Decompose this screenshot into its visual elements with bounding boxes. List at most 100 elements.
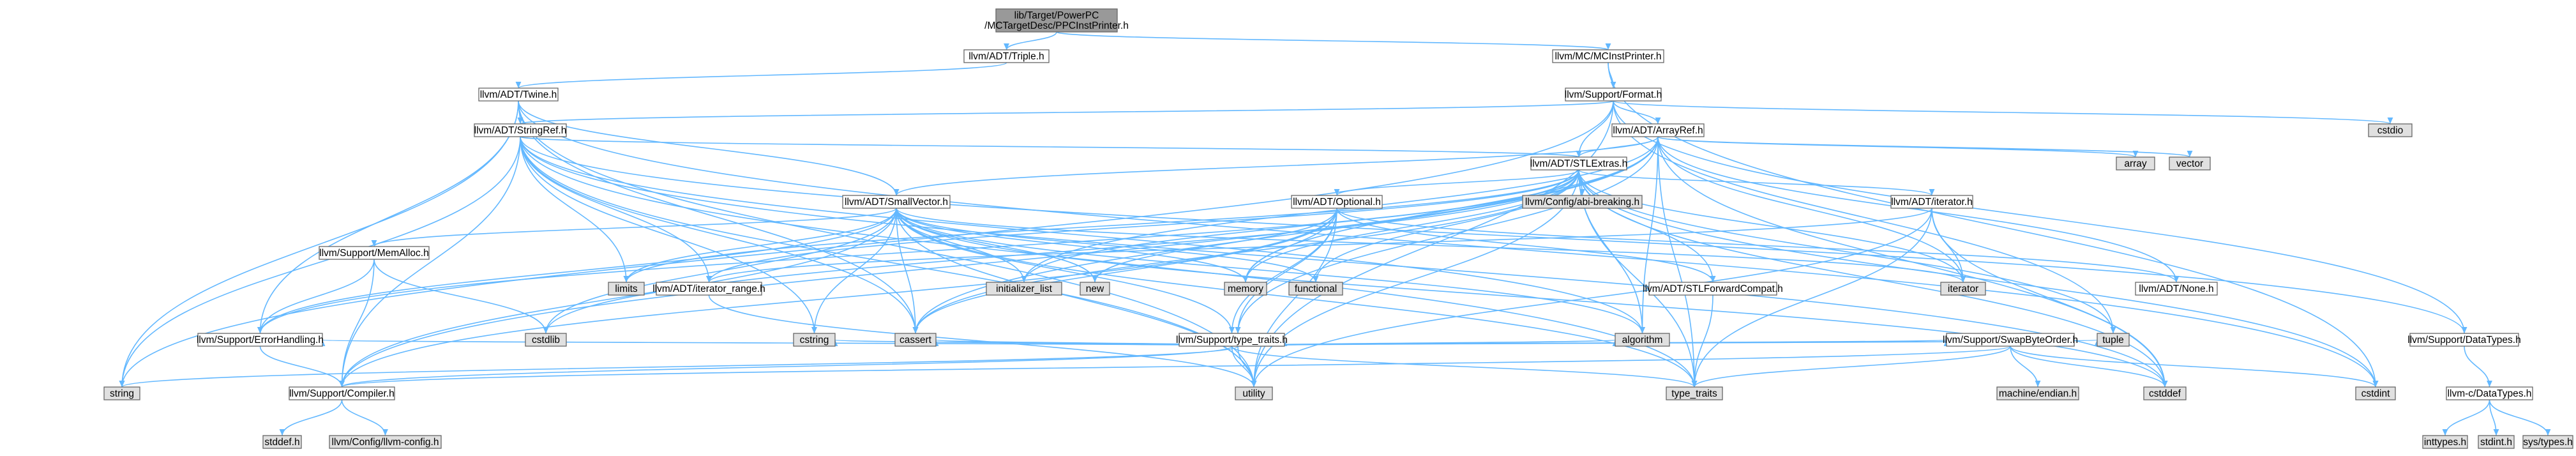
edge-arrayref-to-none	[1657, 136, 2180, 283]
node-stlextras[interactable]: llvm/ADT/STLExtras.h	[1530, 156, 1627, 171]
edge-arrayref-to-compiler	[339, 136, 1659, 388]
node-cstdlib: cstdlib	[525, 333, 567, 347]
node-box-tuple	[2097, 333, 2130, 347]
edge-optional-to-memory	[1242, 208, 1337, 283]
node-iterrange[interactable]: llvm/ADT/iterator_range.h	[652, 282, 765, 296]
edge-stringref-to-type_traits	[520, 136, 1698, 388]
edge-smallvector-to-typetraits	[896, 208, 1235, 334]
node-box-machendian	[1996, 386, 2079, 400]
edge-smallvector-to-cstring	[811, 208, 897, 334]
edge-optional-to-new	[1092, 208, 1337, 283]
node-root[interactable]: lib/Target/PowerPC/MCTargetDesc/PPCInstP…	[984, 8, 1129, 33]
edge-iteratorh-to-iterator	[1931, 208, 1966, 283]
edge-format-to-string	[119, 100, 1614, 388]
node-box-systypes	[2522, 435, 2573, 449]
edge-format-to-tuple	[1613, 100, 2116, 334]
node-box-initlist	[986, 282, 1062, 296]
node-box-stddef	[262, 435, 302, 449]
edge-stringref-to-compiler	[339, 136, 521, 388]
edge-smallvector-to-new	[896, 208, 1098, 283]
node-box-optional	[1291, 195, 1383, 209]
node-label-string: string	[110, 388, 134, 399]
node-box-type_traits	[1666, 386, 1723, 400]
node-cstring: cstring	[793, 333, 836, 347]
node-box-vector	[2169, 156, 2211, 171]
node-smallvector[interactable]: llvm/ADT/SmallVector.h	[842, 195, 951, 209]
edge-cdatatypes-to-systypes	[2489, 399, 2551, 436]
edge-arrayref-to-algorithm	[1639, 136, 1659, 334]
node-label-stringref: llvm/ADT/StringRef.h	[474, 125, 567, 136]
edge-stringref-to-cassert	[520, 136, 919, 334]
node-functional: functional	[1288, 282, 1343, 296]
edge-twine-to-cassert	[518, 100, 919, 334]
node-cdatatypes[interactable]: llvm-c/DataTypes.h	[2446, 386, 2533, 400]
edge-twine-to-utility	[518, 100, 1257, 388]
edge-format-to-cstdio	[1613, 100, 2393, 125]
node-box-swapbyte	[1946, 333, 2075, 347]
node-label-initlist: initializer_list	[996, 284, 1053, 294]
node-memory: memory	[1224, 282, 1267, 296]
node-box-twine	[478, 87, 559, 102]
node-compiler[interactable]: llvm/Support/Compiler.h	[289, 386, 395, 400]
node-label-root: /MCTargetDesc/PPCInstPrinter.h	[984, 20, 1129, 31]
edge-memalloc-to-compiler	[339, 259, 375, 388]
edge-twine-to-cstdint	[518, 100, 2379, 388]
node-box-smallvector	[842, 195, 951, 209]
node-datatypes[interactable]: llvm/Support/DataTypes.h	[2407, 333, 2521, 347]
edge-stringref-to-cstring	[520, 136, 817, 334]
node-stringref[interactable]: llvm/ADT/StringRef.h	[474, 123, 567, 137]
node-label-format: llvm/Support/Format.h	[1565, 89, 1662, 100]
node-label-none: llvm/ADT/None.h	[2139, 284, 2213, 294]
node-triple[interactable]: llvm/ADT/Triple.h	[963, 49, 1050, 63]
edge-stringref-to-datatypes	[520, 136, 2467, 334]
edge-smallvector-to-cstddef	[896, 208, 2168, 388]
edge-stlextras-to-cstddef	[1578, 169, 2168, 388]
node-inttypes: inttypes.h	[2422, 435, 2468, 449]
node-swapbyte[interactable]: llvm/Support/SwapByteOrder.h	[1943, 333, 2078, 347]
node-optional[interactable]: llvm/ADT/Optional.h	[1291, 195, 1383, 209]
node-label-tuple: tuple	[2102, 335, 2124, 346]
edge-datatypes-to-cdatatypes	[2464, 346, 2492, 388]
node-utility: utility	[1235, 386, 1273, 400]
node-machendian: machine/endian.h	[1996, 386, 2079, 400]
node-box-cstdint	[2355, 386, 2396, 400]
node-label-algorithm: algorithm	[1622, 335, 1663, 346]
node-box-cassert	[894, 333, 937, 347]
edge-smallvector-to-initlist	[896, 208, 1027, 283]
node-mcinst[interactable]: llvm/MC/MCInstPrinter.h	[1552, 49, 1664, 63]
node-memalloc[interactable]: llvm/Support/MemAlloc.h	[319, 246, 430, 260]
edge-smallvector-to-algorithm	[896, 208, 1645, 334]
node-label-utility: utility	[1242, 388, 1265, 399]
node-twine[interactable]: llvm/ADT/Twine.h	[478, 87, 559, 102]
edge-stlextras-to-optional	[1334, 169, 1579, 196]
node-errh[interactable]: llvm/Support/ErrorHandling.h	[197, 333, 324, 347]
edge-stlextras-to-functional	[1313, 169, 1579, 283]
edge-stlextras-to-iteratorh	[1578, 169, 1935, 196]
node-iteratorh[interactable]: llvm/ADT/iterator.h	[1890, 195, 1973, 209]
node-box-algorithm	[1615, 333, 1670, 347]
node-box-triple	[963, 49, 1050, 63]
edge-smallvector-to-iterator	[896, 208, 1966, 283]
edge-optional-to-none	[1336, 208, 2180, 283]
node-algorithm: algorithm	[1615, 333, 1670, 347]
edge-arrayref-to-cassert	[912, 136, 1659, 334]
node-format[interactable]: llvm/Support/Format.h	[1565, 87, 1662, 102]
node-typetraits[interactable]: llvm/Support/type_traits.h	[1176, 333, 1288, 347]
node-box-cstdlib	[525, 333, 567, 347]
node-arrayref[interactable]: llvm/ADT/ArrayRef.h	[1611, 123, 1705, 137]
node-box-llvmconfig	[329, 435, 442, 449]
edge-root-to-mcinst	[1056, 31, 1611, 50]
node-box-new	[1080, 282, 1110, 296]
node-label-mcinst: llvm/MC/MCInstPrinter.h	[1555, 51, 1661, 62]
edge-iteratorh-to-type_traits	[1691, 208, 1932, 388]
edge-stlfwd-to-type_traits	[1691, 294, 1714, 388]
edge-optional-to-compiler	[339, 208, 1337, 388]
node-none[interactable]: llvm/ADT/None.h	[2135, 282, 2218, 296]
node-label-array: array	[2124, 158, 2147, 169]
node-stlfwd[interactable]: llvm/ADT/STLForwardCompat.h	[1643, 282, 1783, 296]
node-label-optional: llvm/ADT/Optional.h	[1293, 197, 1381, 208]
node-tuple: tuple	[2097, 333, 2130, 347]
node-layer: lib/Target/PowerPC/MCTargetDesc/PPCInstP…	[103, 8, 2573, 449]
node-label-llvmconfig: llvm/Config/llvm-config.h	[332, 437, 439, 448]
